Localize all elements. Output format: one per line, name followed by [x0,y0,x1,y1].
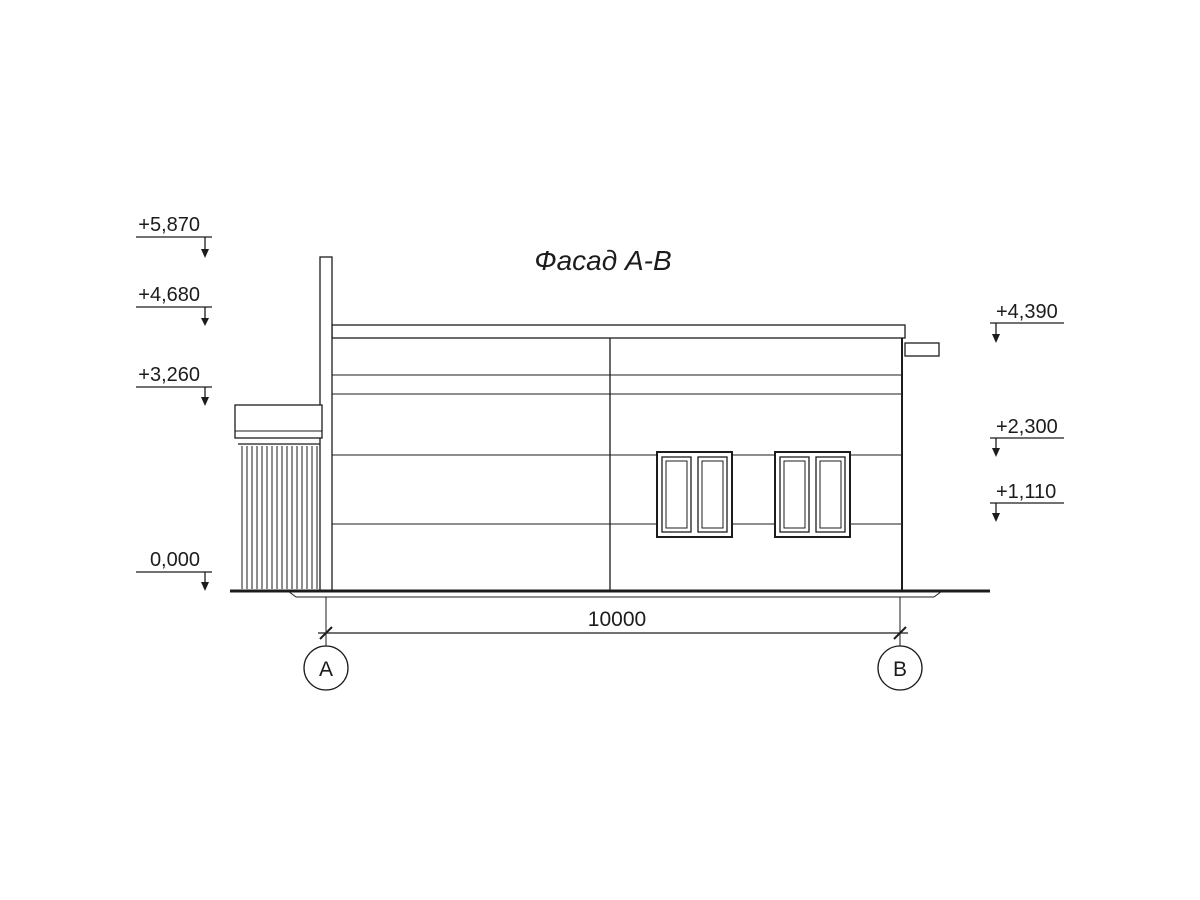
entrance-canopy [234,404,323,589]
level-arrow-icon [201,249,209,258]
level-arrow-icon [992,448,1000,457]
roof-scupper [904,342,940,357]
dimension-value: 10000 [588,608,646,631]
elevation-mark-2300: +2,300 [990,416,1064,457]
window-pane [665,460,688,529]
elevation-label: +4,680 [138,284,200,306]
elevation-label: +2,300 [996,416,1058,438]
canopy-slab [234,404,323,439]
louver-hatch [241,446,318,589]
elevation-mark-4390: +4,390 [990,301,1064,343]
level-arrow-icon [992,513,1000,522]
level-arrow-icon [201,318,209,326]
plinth-edge [933,590,943,598]
level-arrow-icon [201,397,209,406]
elevation-label: +4,390 [996,301,1058,323]
axis-bubble-b: В [877,645,923,691]
window-casement [815,456,846,533]
roof-parapet [331,324,906,339]
window-1 [656,451,733,538]
axis-circle [877,645,923,691]
elevation-mark-3260: +3,260 [136,364,212,406]
building-facade [319,256,940,592]
elevation-mark-5870: +5,870 [136,214,212,258]
window-pane [819,460,842,529]
axis-bubble-a: А [303,645,349,691]
elevation-mark-1110: +1,110 [990,481,1064,522]
elevation-label: +1,110 [996,481,1056,503]
drawing-title: Фасад А-В [534,245,671,276]
window-pane [783,460,806,529]
elevation-label: +3,260 [138,364,200,386]
window-frame [774,451,851,538]
level-arrow-icon [201,582,209,591]
elevation-mark-0000: 0,000 [136,549,212,591]
elevation-mark-4680: +4,680 [136,284,212,326]
dimension-tick [893,626,907,640]
window-casement [779,456,810,533]
window-2 [774,451,851,538]
ground-line [230,589,990,598]
elevation-label: 0,000 [150,549,200,571]
axis-circle [303,645,349,691]
elevation-label: +5,870 [138,214,200,236]
plinth-edge [287,590,297,598]
window-frame [656,451,733,538]
window-pane [701,460,724,529]
dimension-10000: 10000 [318,597,908,646]
axis-label: А [319,658,333,681]
axis-label: В [893,658,907,681]
dimension-tick [319,626,333,640]
window-casement [661,456,692,533]
window-casement [697,456,728,533]
level-arrow-icon [992,334,1000,343]
